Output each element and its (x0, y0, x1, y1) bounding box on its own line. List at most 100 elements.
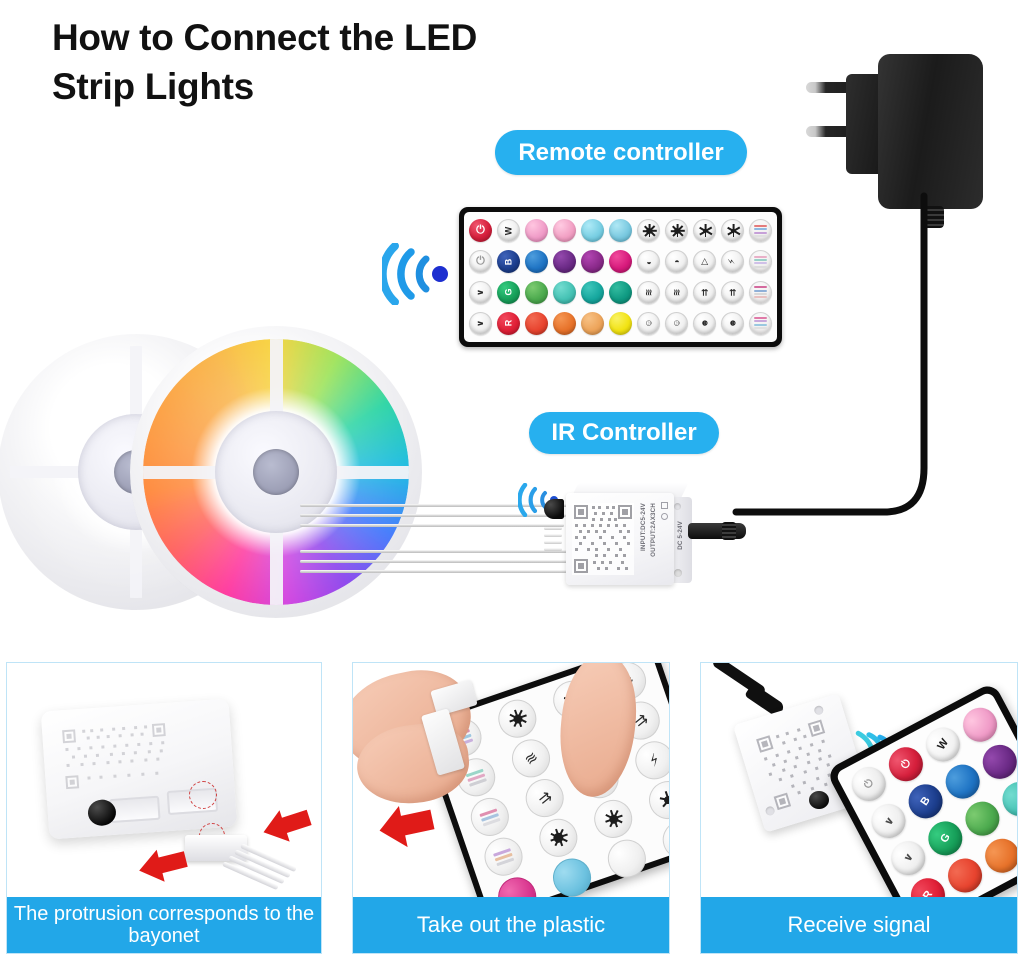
dim-icon: ◑ (671, 258, 682, 265)
brightness-down-icon: ∨ (881, 814, 897, 829)
key-mode-c[interactable] (749, 280, 772, 304)
page-title-line-2: Strip Lights (52, 65, 254, 107)
key-function-7[interactable]: ⇉ (693, 280, 716, 304)
key-color-cyan2[interactable] (609, 219, 632, 243)
qr-code-icon (572, 503, 634, 575)
key-mode-a[interactable] (749, 219, 772, 243)
panel-receive: ⏻ ⏻ W ∨ B ∨ G R (700, 662, 1018, 954)
power-icon: ⏻ (898, 757, 914, 772)
function-key: ⇉ (520, 773, 569, 823)
ir-input-label: INPUT:DC5-24V (640, 503, 647, 551)
key-label-r: R (920, 888, 936, 897)
key-function-12[interactable]: ☻ (721, 311, 744, 335)
smile-icon: ☺ (671, 318, 682, 328)
key-color-green2 (959, 795, 1006, 842)
key-brightness-up-1[interactable] (637, 219, 660, 243)
output-port-left (109, 795, 161, 824)
panel-plastic: ≋ ≋ ≋ ⇉ ⇉ ⇉ ⚡ (352, 662, 670, 954)
key-red[interactable]: R (497, 311, 520, 335)
brightness-down-icon: ∨ (475, 288, 485, 297)
ribbon-wire (300, 524, 564, 527)
key-function-10[interactable]: ☺ (665, 311, 688, 335)
key-brightness-down[interactable]: ∨ (469, 280, 492, 304)
key-function-1[interactable]: ◐ (637, 250, 660, 274)
ribbon-wire (300, 570, 568, 573)
panel-protrusion-caption: The protrusion corresponds to the bayone… (7, 897, 321, 953)
key-function-9[interactable]: ☺ (637, 311, 660, 335)
mode-lines-icon (754, 224, 767, 238)
ribbon-wire (300, 514, 566, 517)
key-brightness-up-2[interactable] (665, 219, 688, 243)
key-color-cyan1[interactable] (581, 219, 604, 243)
key-off: ⏻ (846, 761, 893, 808)
plug-prong-bottom (806, 126, 864, 137)
ce-mark-icon (661, 502, 668, 509)
key-function-5[interactable]: ≋ (637, 280, 660, 304)
key-mode-b[interactable] (749, 250, 772, 274)
key-color-purple2[interactable] (581, 250, 604, 274)
key-color-purple1 (976, 739, 1017, 786)
sun-key (493, 694, 542, 743)
jump-icon: ⇉ (534, 787, 556, 810)
ribbon-wire (300, 504, 568, 507)
key-white[interactable]: W (497, 219, 520, 243)
key-function-6[interactable]: ≋ (665, 280, 688, 304)
page-title-line-1: How to Connect the LED (52, 17, 478, 58)
ribbon-wire (300, 560, 570, 563)
key-mode-d[interactable] (749, 311, 772, 335)
key-color-pink2[interactable] (553, 219, 576, 243)
key-green[interactable]: G (497, 280, 520, 304)
panel-receive-caption: Receive signal (701, 897, 1017, 953)
function-key: ⚡ (630, 736, 669, 785)
key-label-w: W (935, 737, 951, 753)
key-color-pink1[interactable] (525, 219, 548, 243)
remote-keypad: ⏻ W ⏻ B ◐ ◑ ▷ ⚡ ∨ G (464, 212, 777, 342)
key-color-magenta[interactable] (609, 250, 632, 274)
reel-right-core (253, 449, 299, 495)
key-color-orange2[interactable] (581, 311, 604, 335)
remote-controller[interactable]: ⏻ W ⏻ B ◐ ◑ ▷ ⚡ ∨ G (459, 207, 782, 347)
key-color-purple1[interactable] (553, 250, 576, 274)
key-brightness-down-2[interactable] (721, 219, 744, 243)
key-function-3[interactable]: ▷ (693, 250, 716, 274)
key-color-red2[interactable] (525, 311, 548, 335)
key-blue[interactable]: B (497, 250, 520, 274)
key-function-4[interactable]: ⚡ (721, 250, 744, 274)
plug-prong-top (806, 82, 864, 93)
key-brightness-up[interactable]: ∨ (469, 311, 492, 335)
remote-control: ⏻ ⏻ W ∨ B ∨ G R (825, 681, 1017, 897)
mode-lines-icon (754, 254, 767, 268)
panel-receive-image: ⏻ ⏻ W ∨ B ∨ G R (701, 663, 1017, 897)
mode-lines-icon (490, 845, 516, 868)
led-ribbon-wires (300, 498, 600, 580)
label-remote-controller: Remote controller (495, 130, 747, 175)
screw-hole (813, 704, 825, 716)
key-function-2[interactable]: ◑ (665, 250, 688, 274)
key-color-yellow[interactable] (609, 311, 632, 335)
key-brightness-down-1[interactable] (693, 219, 716, 243)
sun-icon (505, 706, 530, 731)
off-icon: ⏻ (476, 255, 485, 268)
key-label-b: B (918, 794, 933, 809)
key-color-teal2[interactable] (581, 280, 604, 304)
key-color-orange1 (978, 832, 1017, 879)
key-color-green2[interactable] (525, 280, 548, 304)
key-function-11[interactable]: ☻ (693, 311, 716, 335)
key-function-8[interactable]: ⇉ (721, 280, 744, 304)
key-color-teal1[interactable] (553, 280, 576, 304)
key-color-orange1[interactable] (553, 311, 576, 335)
key-power[interactable]: ⏻ (469, 219, 492, 243)
key-color-blue2[interactable] (525, 250, 548, 274)
mode-key (479, 832, 528, 881)
sun-key (589, 794, 638, 844)
ir-receiver-dome-icon (809, 791, 829, 809)
brightness-up-icon: ∨ (901, 851, 917, 866)
output-pin (544, 527, 562, 530)
ir-controller-box: DC 5-24V (544, 483, 746, 588)
fade-icon: ≋ (642, 288, 653, 297)
key-off[interactable]: ⏻ (469, 250, 492, 274)
color-key-cyan (547, 853, 597, 897)
key-brightness-up: ∨ (885, 834, 932, 881)
key-color-teal3[interactable] (609, 280, 632, 304)
